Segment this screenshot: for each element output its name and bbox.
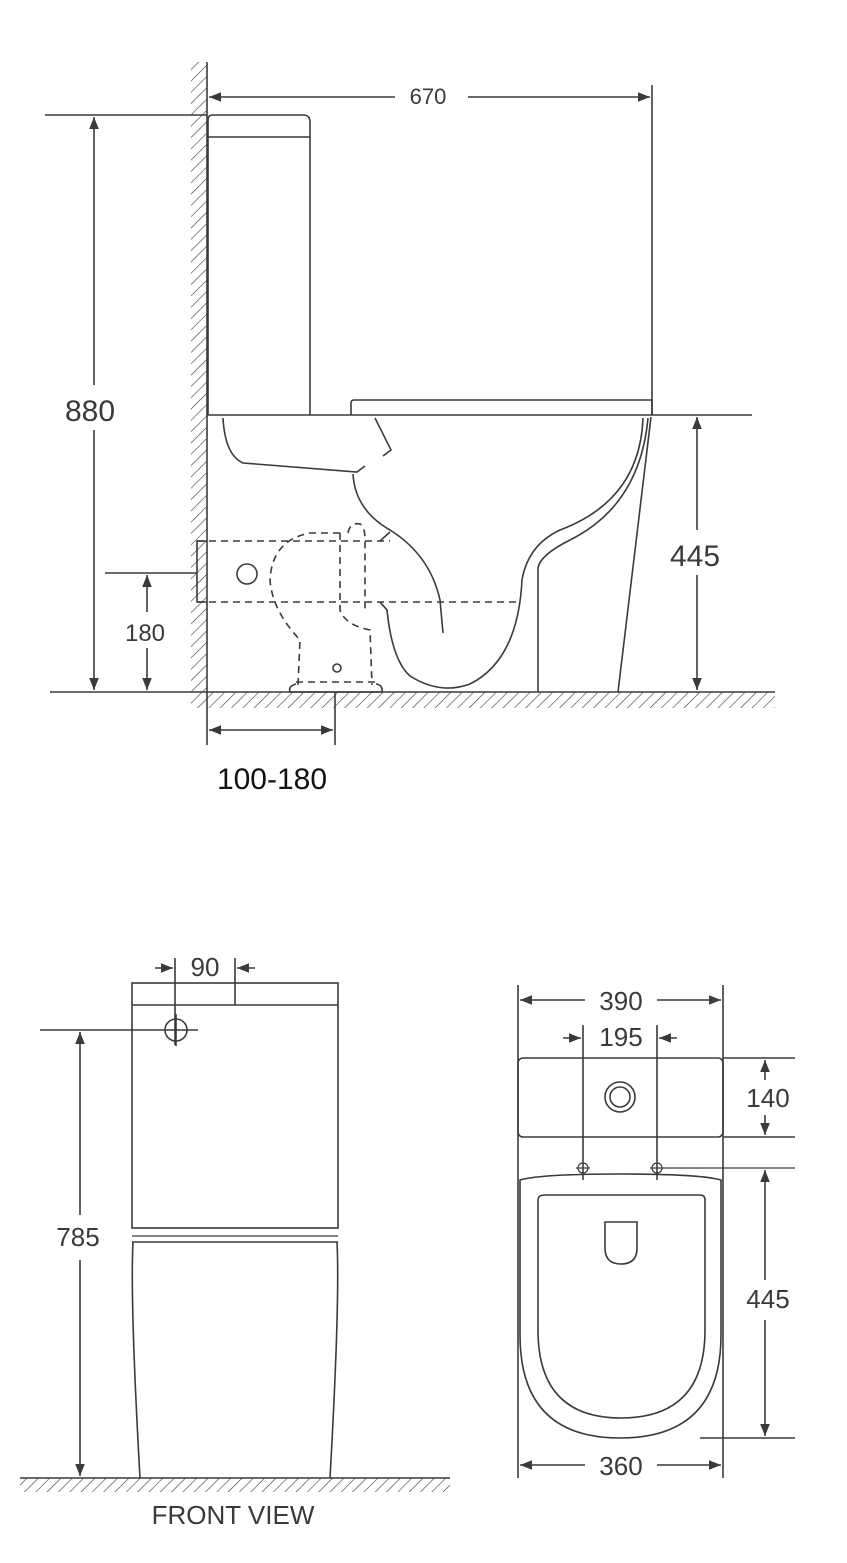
- bowl-trap-curve: [379, 417, 644, 689]
- trap-dash-inner: [339, 533, 373, 686]
- fixing-hole: [332, 663, 342, 673]
- bowl-outer-line: [617, 416, 652, 693]
- dim-label-390: 390: [599, 986, 642, 1016]
- cistern-outline: [207, 114, 311, 415]
- outlet-circle: [236, 563, 258, 585]
- bowl-inner-curve: [537, 417, 649, 692]
- dim-label-785: 785: [56, 1222, 99, 1252]
- front-view-title: FRONT VIEW: [152, 1500, 315, 1530]
- floor-hatch-front: [20, 1478, 450, 1492]
- seat-outline: [350, 399, 653, 415]
- flush-button-inner: [609, 1086, 631, 1108]
- seat-opening-outline: [537, 1194, 706, 1419]
- dim-label-880: 880: [65, 395, 115, 428]
- dim-label-140: 140: [746, 1083, 789, 1113]
- top-cistern: [517, 1057, 724, 1138]
- dim-label-445-top-view: 445: [746, 1284, 789, 1314]
- dim-label-360: 360: [599, 1451, 642, 1481]
- dim-label-445: 445: [670, 540, 720, 573]
- dim-label-195: 195: [599, 1022, 642, 1052]
- seat-fixing-holes: [576, 1162, 795, 1174]
- dim-label-180: 180: [125, 620, 165, 647]
- floor-hatch: [191, 692, 775, 708]
- dim-label-setout: 100-180: [217, 763, 327, 796]
- bowl-outer-outline: [519, 1173, 722, 1439]
- trap-dash-bend: [347, 522, 366, 610]
- dim-label-670: 670: [410, 84, 447, 109]
- trap-inner-line: [352, 473, 444, 634]
- trap-edge: [379, 531, 391, 542]
- flush-hook: [374, 417, 393, 457]
- front-view: 90 785 FRONT VIEW: [20, 952, 450, 1530]
- side-view: 670 880 445 180 100-180: [45, 62, 775, 796]
- wall-hatch: [191, 62, 207, 692]
- outlet-pipe-end: [196, 540, 207, 603]
- bowl-outlet-shape: [604, 1221, 638, 1265]
- base-front-curve: [222, 417, 366, 473]
- trap-dash-outer: [269, 532, 340, 686]
- dim-label-90: 90: [191, 952, 220, 982]
- front-pan-outline: [131, 1241, 339, 1479]
- floor-flange: [288, 683, 383, 693]
- flush-button-outer: [604, 1081, 636, 1113]
- front-cistern: [131, 982, 339, 1229]
- top-view: 390 195 140 445 360: [517, 985, 795, 1481]
